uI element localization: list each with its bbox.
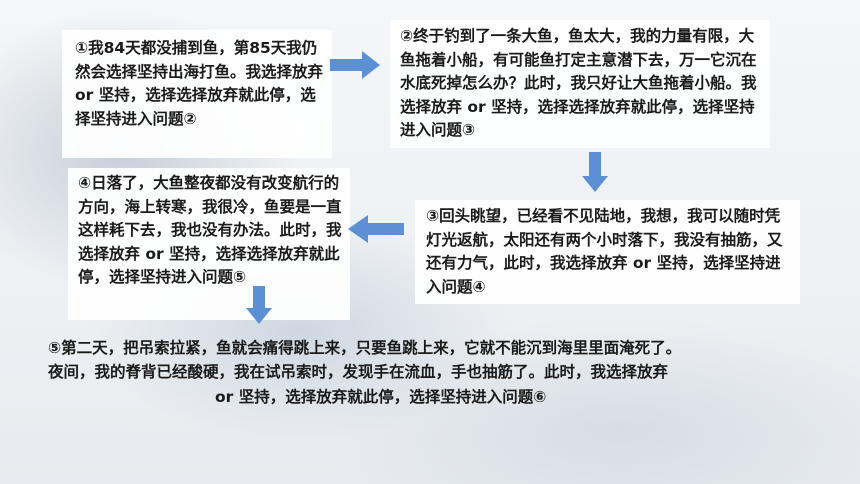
step2-text: ②终于钓到了一条大鱼，鱼太大，我的力量有限，大鱼拖着小船，有可能鱼打定主意潜下去… (400, 27, 757, 139)
left-arrow-icon (348, 215, 404, 243)
step3-text: ③回头眺望，已经看不见陆地，我想，我可以随时凭灯光返航，太阳还有两个小时落下，我… (426, 207, 783, 296)
down-arrow-icon (246, 286, 272, 324)
step1-text: ①我84天都没捕到鱼，第85天我仍然会选择坚持出海打鱼。我选择放弃 or 坚持，… (75, 39, 324, 128)
step5-line3: or 坚持，选择放弃就此停，选择坚持进入问题⑥ (215, 388, 547, 406)
step5-line1: ⑤第二天，把吊索拉紧，鱼就会痛得跳上来，只要鱼跳上来，它就不能沉到海里里面淹死了… (48, 339, 682, 357)
step1-panel (62, 30, 332, 158)
step3-panel (415, 200, 800, 304)
right-arrow-icon (330, 51, 380, 79)
step2-panel (390, 20, 770, 148)
step5-line2: 夜间，我的脊背已经酸硬，我在试吊索时，发现手在流血，手也抽筋了。此时，我选择放弃 (48, 363, 669, 381)
step4-panel (68, 168, 350, 320)
step4-text: ④日落了，大鱼整夜都没有改变航行的方向，海上转寒，我很冷，鱼要是一直这样耗下去，… (78, 174, 342, 286)
down-arrow-icon (582, 152, 608, 192)
